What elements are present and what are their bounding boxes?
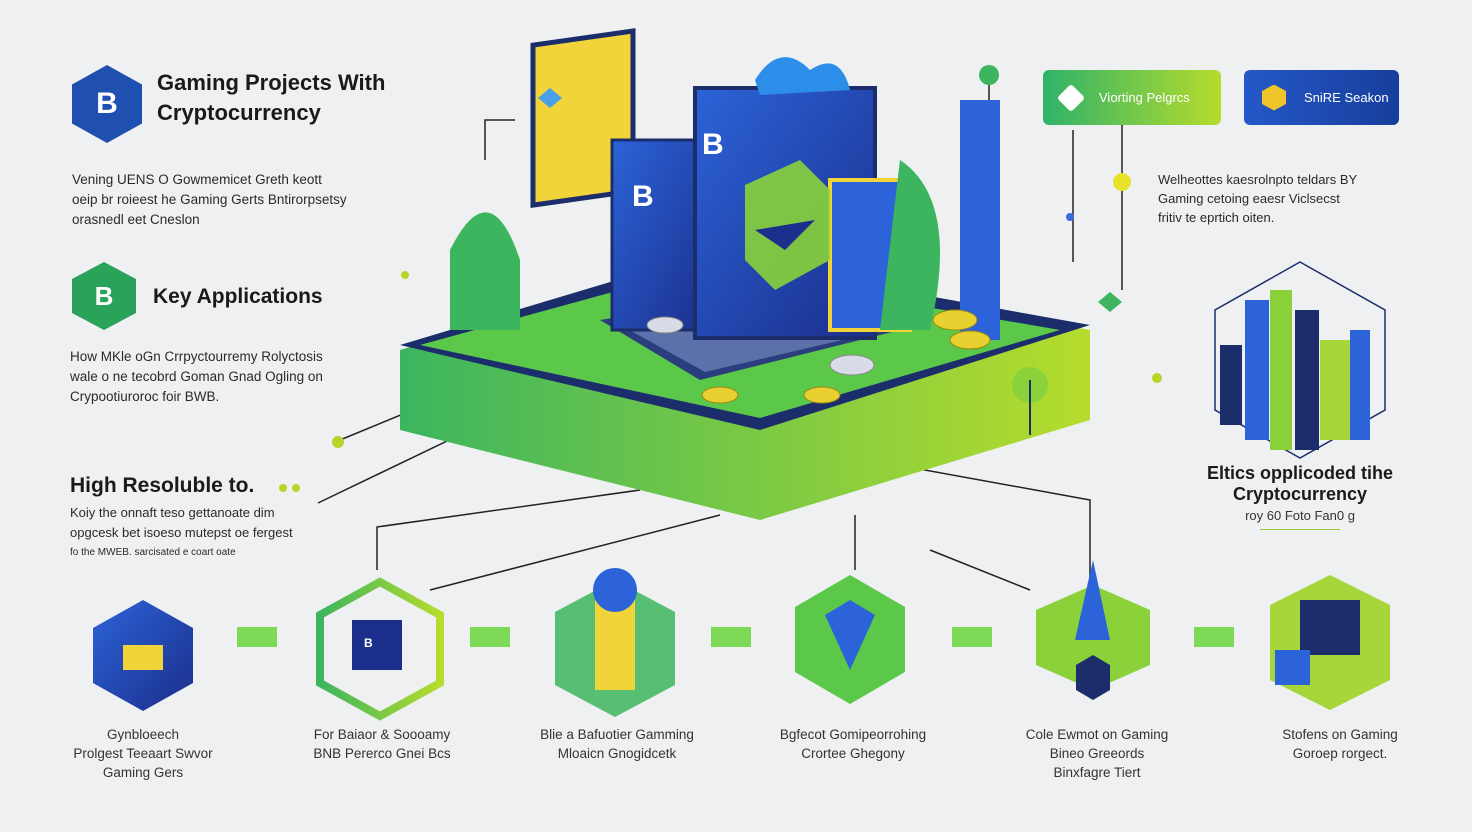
caption-line: Stofens on Gaming [1282,727,1398,742]
high-resolution-line: opgcesk bet isoeso mutepst oe fergest [70,525,293,540]
caption-line: Prolgest Teeaart Swvor [73,746,213,761]
season-label: SniRE Seakon [1304,90,1389,105]
intro-text: Vening UENS O Gowmemicet Greth keott oei… [72,170,347,230]
bottom-item-caption: Gynbloeech Prolgest Teeaart Swvor Gaming… [33,725,253,782]
key-applications-hex-icon: B [72,262,136,330]
caption-line: Binxfagre Tiert [1053,765,1141,780]
connector-dash [711,627,751,647]
bottom-item-caption: For Baiaor & Soooamy BNB Pererco Gnei Bc… [272,725,492,763]
right-note: Welheottes kaesrolnpto teldars BY Gaming… [1158,170,1357,227]
bottom-item-caption: Cole Ewmot on Gaming Bineo Greeords Binx… [987,725,1207,782]
bottom-item-caption: Blie a Bafuotier Gamming Mloaicn Gnogidc… [507,725,727,763]
caption-line: BNB Pererco Gnei Bcs [313,746,451,761]
title-line-2: Cryptocurrency [157,100,321,125]
icon-badge: B [364,636,373,650]
caption-line: Gynbloeech [106,727,180,742]
connector-dash [952,627,992,647]
title-line-1: Gaming Projects With [157,70,386,95]
diamond-icon [1056,83,1086,112]
right-block-title: Cryptocurrency [1232,484,1368,504]
screen-letter: B [632,180,654,213]
right-note-line: fritiv te eprtich oiten. [1158,210,1275,225]
season-button[interactable]: SniRE Seakon [1244,70,1399,125]
right-block: Eltics opplicoded tihe Cryptocurrency ro… [1180,463,1420,530]
bottom-icons [93,560,1390,721]
divider [1260,529,1340,530]
bottom-item-caption: Stofens on Gaming Goroep rorgect. [1230,725,1450,763]
key-applications-line: Crypootiuroroc foir BWB. [70,389,220,404]
right-note-line: Gaming cetoing eaesr Viclsecst [1158,191,1340,206]
right-note-line: Welheottes kaesrolnpto teldars BY [1158,172,1358,187]
key-applications-line: wale o ne tecobrd Goman Gnad Ogling on [70,369,323,384]
key-applications-line: How MKle oGn Crrpyctourremy Rolyctosis [70,349,323,364]
buildings-graphic [1220,290,1370,450]
caption-line: Bgfecot Gomipeorrohing [779,727,927,742]
caption-line: Cole Ewmot on Gaming [1025,727,1169,742]
caption-line: Goroep rorgect. [1292,746,1388,761]
caption-line: Mloaicn Gnogidcetk [557,746,677,761]
caption-line: Crortee Ghegony [801,746,905,761]
connector-dash [237,627,277,647]
screen-letter: B [702,128,724,161]
high-resolution-text: Koiy the onnaft teso gettanoate dim opgc… [70,503,293,563]
working-projects-label: Viorting Pelgrcs [1099,90,1190,105]
high-resolution-line: Koiy the onnaft teso gettanoate dim [70,505,275,520]
right-block-title: Eltics opplicoded tihe [1206,463,1394,483]
shield-icon [1262,84,1286,111]
caption-line: Bineo Greeords [1049,746,1145,761]
key-applications-title: Key Applications [153,285,323,308]
page-title: Gaming Projects With Cryptocurrency [157,68,385,128]
caption-line: Gaming Gers [102,765,184,780]
caption-line: For Baiaor & Soooamy [313,727,451,742]
intro-line: orasnedl eet Cneslon [72,212,200,227]
high-resolution-title: High Resoluble to. [70,474,255,497]
key-applications-text: How MKle oGn Crrpyctourremy Rolyctosis w… [70,347,323,407]
intro-line: Vening UENS O Gowmemicet Greth keott [72,172,322,187]
connector-dash [470,627,510,647]
high-resolution-line: fo the MWEB. sarcisated e coart oate [70,547,236,558]
right-block-subtitle: roy 60 Foto Fan0 g [1245,508,1355,523]
intro-line: oeip br roieest he Gaming Gerts Bntirorp… [72,192,347,207]
caption-line: Blie a Bafuotier Gamming [540,727,694,742]
connector-dash [1194,627,1234,647]
bottom-item-caption: Bgfecot Gomipeorrohing Crortee Ghegony [743,725,963,763]
working-projects-button[interactable]: Viorting Pelgrcs [1043,70,1221,125]
